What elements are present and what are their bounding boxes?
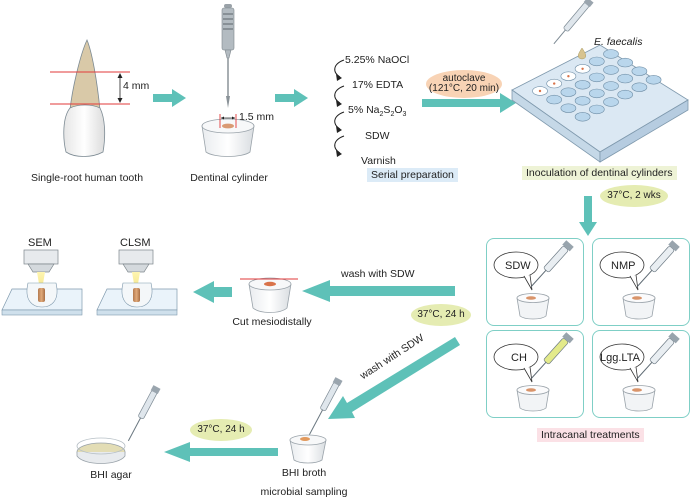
endodontic-file-icon	[221, 4, 235, 108]
well	[617, 89, 634, 100]
well	[546, 94, 563, 105]
wash-label-1: wash with SDW	[341, 268, 415, 280]
cylinder-in-well	[581, 67, 584, 71]
dentin	[38, 288, 45, 302]
well	[645, 75, 662, 85]
sampling-pipette-icon	[308, 377, 343, 435]
syringe-icon	[636, 332, 680, 379]
sem-label: SEM	[28, 237, 52, 249]
bhi-agar-label: BHI agar	[90, 469, 132, 481]
cylinder-measure-label: 1.5 mm	[239, 111, 275, 123]
speech-bubble	[599, 251, 645, 279]
syringe-icon	[530, 240, 574, 287]
dentin	[133, 288, 140, 302]
treatment-scene	[493, 332, 574, 412]
microbial-sampling-label: microbial sampling	[260, 486, 348, 498]
imaging-station	[1, 249, 83, 316]
arrow-cut-to-imaging	[193, 281, 232, 303]
well	[588, 88, 605, 99]
cylinder-in-well	[567, 75, 570, 78]
cylinder	[622, 389, 656, 412]
well	[631, 82, 648, 92]
reagent-varnish: Varnish	[361, 155, 396, 167]
well	[588, 56, 605, 67]
treatment-label-ch: CH	[511, 352, 527, 364]
well	[588, 104, 605, 115]
arrow-serial-to-plate	[422, 93, 516, 113]
broth-cylinder-icon	[289, 434, 327, 464]
well	[574, 80, 591, 90]
imaging-station	[96, 249, 178, 316]
beam	[37, 272, 45, 290]
arrow-broth-to-agar	[164, 442, 278, 462]
inoculum-drop	[578, 47, 586, 60]
autoclave-badge: autoclave(121°C, 20 min)	[426, 70, 502, 98]
cylinder	[516, 297, 550, 320]
tooth-measure-label: 4 mm	[123, 80, 150, 92]
well-plate-icon	[511, 44, 689, 163]
tooth-illustration	[50, 39, 130, 157]
syringe-icon	[530, 332, 574, 379]
cylinder-label: Dentinal cylinder	[190, 172, 268, 184]
well	[617, 57, 634, 68]
clsm-label: CLSM	[120, 237, 151, 249]
arrow-plate-to-treatments	[579, 196, 597, 236]
arrow-wash-to-cut	[302, 280, 455, 302]
arrow-wash-to-broth	[328, 337, 460, 419]
incubation-24h-badge-2: 37°C, 24 h	[190, 419, 252, 441]
well	[617, 73, 634, 84]
organism-label: E. faecalis	[594, 36, 643, 48]
imaging-illustrations	[1, 249, 178, 316]
treatment-label-nmp: NMP	[611, 260, 636, 272]
speech-bubble	[493, 343, 539, 371]
arrow-tooth-to-cylinder	[153, 89, 186, 107]
objective	[122, 263, 150, 273]
cylinder-in-well	[538, 89, 542, 93]
well	[631, 66, 648, 76]
treatment-scene	[599, 240, 680, 320]
syringe-icon	[636, 240, 680, 287]
treatment-label-lgg-lta: Lgg.LTA	[600, 352, 640, 364]
reagent-naocl: 5.25% NaOCl	[345, 54, 410, 66]
cylinder	[516, 389, 550, 412]
treatment-label-sdw: SDW	[505, 260, 531, 272]
serial-preparation-label: Serial preparation	[367, 168, 458, 182]
objective	[27, 263, 55, 273]
cylinder	[622, 297, 656, 320]
cut-mesiodistally-label: Cut mesiodistally	[232, 316, 312, 328]
well	[603, 97, 619, 107]
reagent-sdw: SDW	[365, 130, 390, 142]
treatment-scene	[599, 332, 680, 412]
pipette-icon	[553, 0, 594, 45]
well	[588, 72, 605, 83]
cut-cylinder-icon	[240, 277, 298, 313]
well	[574, 96, 591, 106]
dentinal-cylinder-icon	[201, 114, 255, 157]
arrow-cylinder-to-serial	[275, 89, 308, 107]
beam	[132, 272, 140, 290]
agar-pipette-icon	[127, 385, 161, 442]
incubation-2wks-badge: 37°C, 2 wks	[600, 185, 668, 207]
well	[574, 112, 591, 122]
reagent-edta: 17% EDTA	[352, 79, 404, 91]
wells-group	[532, 49, 662, 122]
well	[603, 49, 619, 59]
intracanal-treatments-label: Intracanal treatments	[537, 428, 644, 442]
well	[560, 87, 577, 97]
treatment-scene	[493, 240, 574, 320]
well	[560, 103, 577, 113]
well	[603, 81, 619, 91]
well	[603, 65, 619, 75]
speech-bubble	[493, 251, 539, 279]
incubation-24h-badge-1: 37°C, 24 h	[411, 304, 471, 326]
tooth-label: Single-root human tooth	[30, 172, 144, 184]
speech-bubble	[599, 343, 645, 371]
reagent-thiosulfate: 5% Na2S2O3	[348, 104, 407, 119]
bhi-broth-label: BHI broth	[281, 467, 327, 479]
cylinder-in-well	[553, 82, 556, 85]
agar-plate-icon	[76, 437, 126, 464]
inoculation-label: Inoculation of dentinal cylinders	[522, 166, 677, 180]
